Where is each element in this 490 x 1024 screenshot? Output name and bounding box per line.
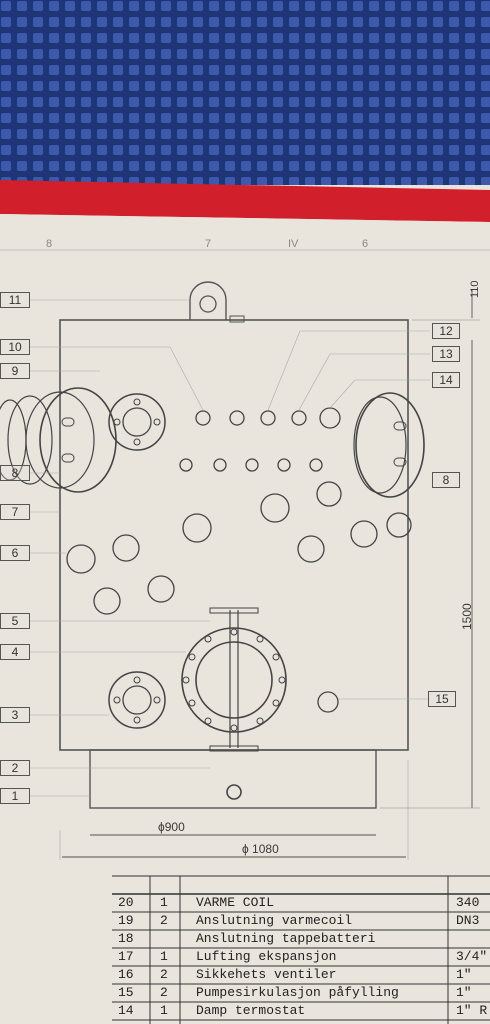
dimension-1080: ϕ 1080 [242,842,279,856]
part-label-4: 4 [0,644,30,660]
table-row: 15 2 Pumpesirkulasjon påfylling 1" [112,984,490,1002]
row-spec: 1" R [456,1003,488,1018]
table-row: 16 2 Sikkehets ventiler 1" [112,966,490,984]
dimension-110: 110 [469,280,481,298]
part-label-10: 10 [0,339,30,355]
part-label-3: 3 [0,707,30,723]
row-spec: 340 [456,895,480,910]
part-label-9: 9 [0,363,30,379]
row-desc: Anslutning varmecoil [196,913,353,928]
row-desc: VARME COIL [196,895,275,910]
table-row: 19 2 Anslutning varmecoil DN3 [112,912,490,930]
dimension-900: ϕ900 [158,820,185,834]
top-index-7: 7 [205,238,212,250]
row-qty: 1 [160,1003,168,1018]
red-band [0,180,490,222]
top-index-6: 6 [362,238,369,250]
row-no: 15 [118,985,134,1000]
row-desc: Damp termostat [196,1003,306,1018]
row-no: 18 [118,931,134,946]
lifting-eye [189,281,227,320]
carpet-background [0,0,490,185]
row-desc: Pumpesirkulasjon påfylling [196,985,399,1000]
tank-base [89,749,377,809]
part-label-12: 12 [432,323,460,339]
row-no: 20 [118,895,134,910]
part-label-15: 15 [428,691,456,707]
part-label-8-left: 8 [0,465,30,481]
row-spec: 3/4" [456,949,488,964]
part-label-1: 1 [0,788,30,804]
top-index-8: 8 [46,238,53,250]
row-qty: 2 [160,985,168,1000]
row-no: 16 [118,967,134,982]
row-qty: 1 [160,895,168,910]
part-label-8-right: 8 [432,472,460,488]
row-desc: Sikkehets ventiler [196,967,337,982]
row-spec: 1" [456,967,472,982]
row-no: 17 [118,949,134,964]
table-row: 20 1 VARME COIL 340 [112,894,490,912]
part-label-5: 5 [0,613,30,629]
table-row: 17 1 Lufting ekspansjon 3/4" [112,948,490,966]
dimension-1500: 1500 [460,603,474,630]
paper-sheet [0,214,490,1024]
part-label-11: 11 [0,292,30,308]
row-spec: 1" [456,985,472,1000]
part-label-6: 6 [0,545,30,561]
row-no: 19 [118,913,134,928]
part-label-13: 13 [432,346,460,362]
row-desc: Anslutning tappebatteri [196,931,376,946]
table-row: 14 1 Damp termostat 1" R [112,1002,490,1020]
top-index-iv: IV [288,238,299,250]
part-label-2: 2 [0,760,30,776]
part-label-7: 7 [0,504,30,520]
row-qty: 2 [160,967,168,982]
row-qty: 1 [160,949,168,964]
row-qty: 2 [160,913,168,928]
row-spec: DN3 [456,913,480,928]
row-desc: Lufting ekspansjon [196,949,337,964]
row-no: 14 [118,1003,134,1018]
table-row: 18 Anslutning tappebatteri [112,930,490,948]
part-label-14: 14 [432,372,460,388]
